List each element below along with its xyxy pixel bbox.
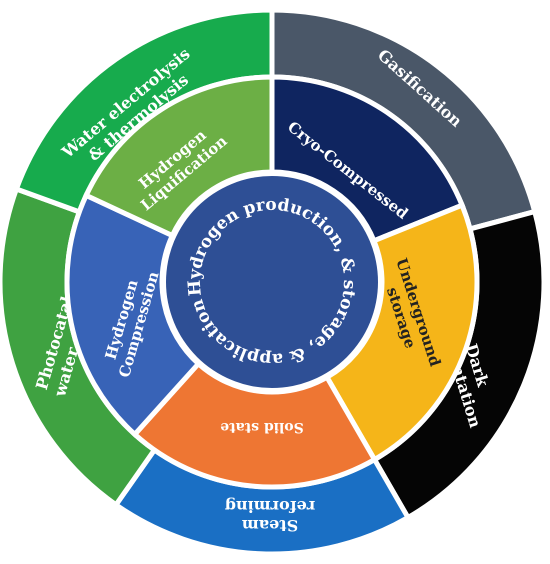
center-disc xyxy=(166,176,378,388)
outer-label-steam-reforming: Steamreforming xyxy=(225,497,315,535)
inner-label-solid-state: Solid state xyxy=(220,419,304,435)
outer-ring: GasificationDarkfermentationSteamreformi… xyxy=(0,7,547,557)
